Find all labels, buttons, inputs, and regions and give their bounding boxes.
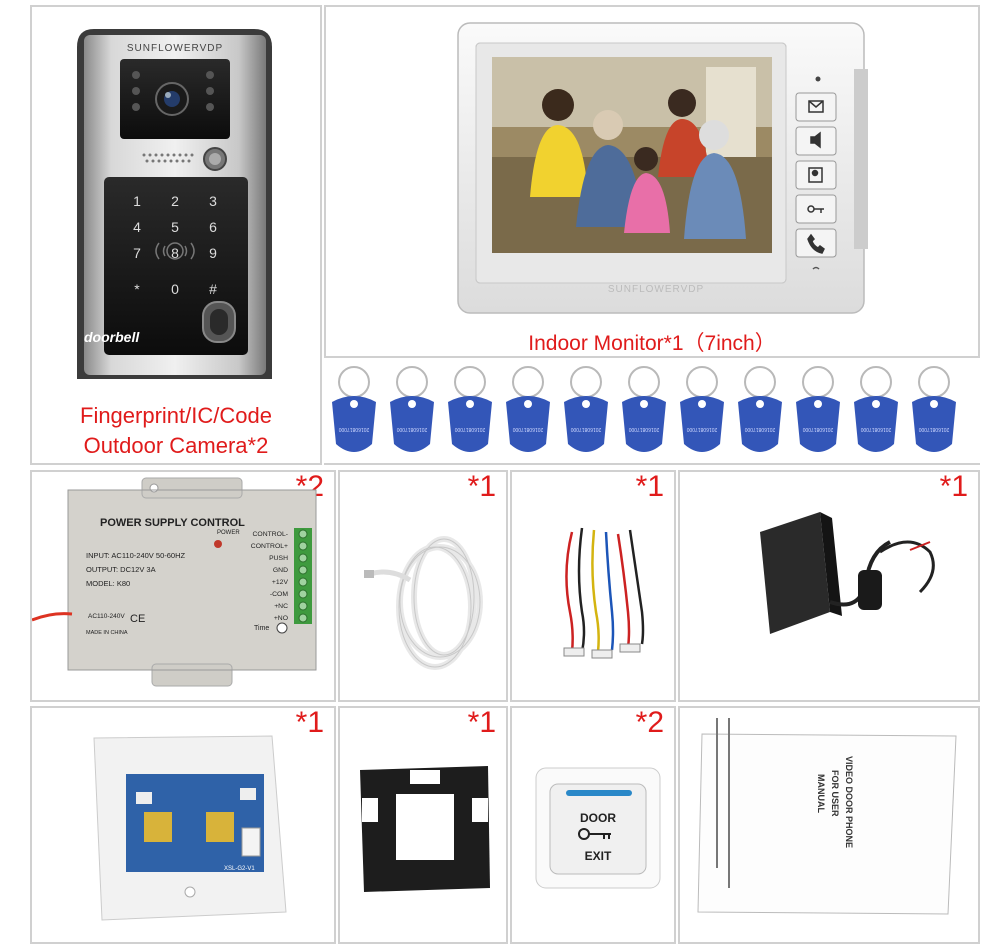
terminal-label: CONTROL- — [253, 531, 289, 538]
keyfob-label: 20160817000 — [396, 426, 427, 432]
power-supply-title: POWER SUPPLY CONTROL — [100, 517, 245, 529]
monitor-cell: SUNFLOWERVDP Indoor Monitor*1（7inch） — [324, 5, 980, 358]
cable-cell: *1 — [338, 470, 508, 702]
keyfob: 20160817000 — [448, 366, 492, 452]
power-supply-made-in: MADE IN CHINA — [86, 630, 128, 636]
keypad-key: 7 — [133, 245, 141, 261]
contact-icon[interactable] — [808, 167, 823, 183]
power-supply-cell: *2 POWER SUPPLY CONTROL POWER INPUT: AC1… — [30, 470, 336, 702]
keypad-key: 1 — [133, 193, 141, 209]
camera-caption-line1: Fingerprint/IC/Code — [80, 403, 272, 428]
adapter-illustration — [760, 512, 935, 634]
manual-title-line2: FOR USER — [830, 770, 840, 817]
terminal-label: +NO — [274, 615, 288, 622]
keypad-key: 0 — [171, 281, 179, 297]
keyfob: 20160817000 — [796, 366, 840, 452]
keyfob: 20160817000 — [854, 366, 898, 452]
envelope-icon[interactable] — [808, 100, 824, 113]
board-label: XSL-G2-V1 — [224, 866, 255, 872]
keypad-key: 4 — [133, 219, 141, 235]
manual-title-line1: VIDEO DOOR PHONE — [844, 756, 854, 848]
keyfob: 20160817000 — [332, 366, 376, 452]
keyfob-label: 20160817000 — [744, 426, 775, 432]
speaker-icon[interactable] — [810, 131, 821, 149]
camera-keypad: 1 2 3 4 5 6 7 8 9 * 0 # — [118, 193, 232, 297]
adapter-qty: *1 — [939, 470, 968, 503]
monitor-brand: SUNFLOWERVDP — [608, 284, 704, 295]
power-supply-input: INPUT: AC110-240V 50-60HZ — [86, 551, 185, 560]
monitor-caption: Indoor Monitor*1（7inch） — [528, 332, 776, 355]
keyfob-label: 20160817000 — [570, 426, 601, 432]
keyfob-label: 20160817000 — [338, 426, 369, 432]
cable-qty: *1 — [467, 470, 496, 503]
exit-button-line2: EXIT — [585, 849, 612, 863]
keypad-key: 5 — [171, 219, 179, 235]
power-supply-ac-label: AC110-240V — [88, 613, 125, 620]
power-supply-model: MODEL: K80 — [86, 579, 130, 588]
camera-cell: SUNFLOWERVDP doorbell 1 2 3 4 5 6 — [30, 5, 322, 465]
camera-brand: SUNFLOWERVDP — [127, 43, 223, 54]
manual-cell: VIDEO DOOR PHONE FOR USER MANUAL — [678, 706, 980, 944]
keypad-key: 3 — [209, 193, 217, 209]
manual-illustration: VIDEO DOOR PHONE FOR USER MANUAL — [697, 718, 957, 915]
manual-title-line3: MANUAL — [816, 774, 826, 813]
keyfob-label: 20160817000 — [860, 426, 891, 432]
indoor-monitor-illustration: SUNFLOWERVDP — [457, 22, 868, 314]
keypad-key: 2 — [171, 193, 179, 209]
keypad-key: 8 — [171, 245, 179, 261]
keyfob: 20160817000 — [622, 366, 666, 452]
exit-button-qty: *2 — [635, 706, 664, 739]
power-supply-output: OUTPUT: DC12V 3A — [86, 565, 156, 574]
camera-caption-line2: Outdoor Camera*2 — [83, 433, 269, 458]
board-cell: *1 XSL-G2-V1 — [30, 706, 336, 944]
exit-button-illustration: DOOR EXIT — [535, 767, 661, 889]
power-supply-time-label: Time — [254, 625, 269, 632]
bracket-qty: *1 — [467, 706, 496, 739]
outdoor-camera-illustration: SUNFLOWERVDP doorbell — [77, 29, 272, 379]
terminal-label: -COM — [270, 591, 288, 598]
keyfob-label: 20160817000 — [454, 426, 485, 432]
keyfob-label: 20160817000 — [686, 426, 717, 432]
svg-text:CE: CE — [130, 613, 145, 625]
adapter-cell: *1 — [678, 470, 980, 702]
keyfobs-cell: 20160817000 20160817000 20160817000 2016081… — [324, 362, 980, 465]
keypad-key: 6 — [209, 219, 217, 235]
terminal-label: +NC — [274, 603, 288, 610]
keypad-key: 9 — [209, 245, 217, 261]
keyfob: 20160817000 — [738, 366, 782, 452]
terminal-label: +12V — [272, 579, 289, 586]
power-supply-power-label: POWER — [217, 530, 240, 536]
keyfob-label: 20160817000 — [512, 426, 543, 432]
power-supply-illustration: POWER SUPPLY CONTROL POWER INPUT: AC110-… — [32, 477, 317, 687]
keyfob: 20160817000 — [912, 366, 956, 452]
keyfob: 20160817000 — [506, 366, 550, 452]
phone-icon[interactable] — [807, 233, 825, 254]
exit-button-line1: DOOR — [580, 811, 616, 825]
keyfob: 20160817000 — [564, 366, 608, 452]
terminal-label: PUSH — [269, 555, 288, 562]
keyfob: 20160817000 — [390, 366, 434, 452]
board-qty: *1 — [295, 706, 324, 739]
terminal-label: GND — [273, 567, 288, 574]
keyfobs-illustration: 20160817000 20160817000 20160817000 2016081… — [332, 366, 956, 452]
bracket-cell: *1 — [338, 706, 508, 944]
keypad-key: * — [134, 281, 140, 297]
board-illustration: XSL-G2-V1 — [93, 735, 287, 921]
keyfob-label: 20160817000 — [918, 426, 949, 432]
keyfob-label: 20160817000 — [802, 426, 833, 432]
camera-logo: doorbell — [84, 329, 140, 345]
camera-caption: Fingerprint/IC/Code Outdoor Camera*2 — [32, 401, 320, 461]
keyfob-label: 20160817000 — [628, 426, 659, 432]
bracket-illustration — [360, 766, 490, 892]
wires-cell: *1 — [510, 470, 676, 702]
cable-illustration — [364, 536, 483, 670]
terminal-label: CONTROL+ — [251, 543, 288, 550]
wires-illustration — [563, 527, 645, 659]
wires-qty: *1 — [635, 470, 664, 503]
keypad-key: # — [209, 281, 217, 297]
exit-button-cell: *2 DOOR EXIT — [510, 706, 676, 944]
keyfob: 20160817000 — [680, 366, 724, 452]
